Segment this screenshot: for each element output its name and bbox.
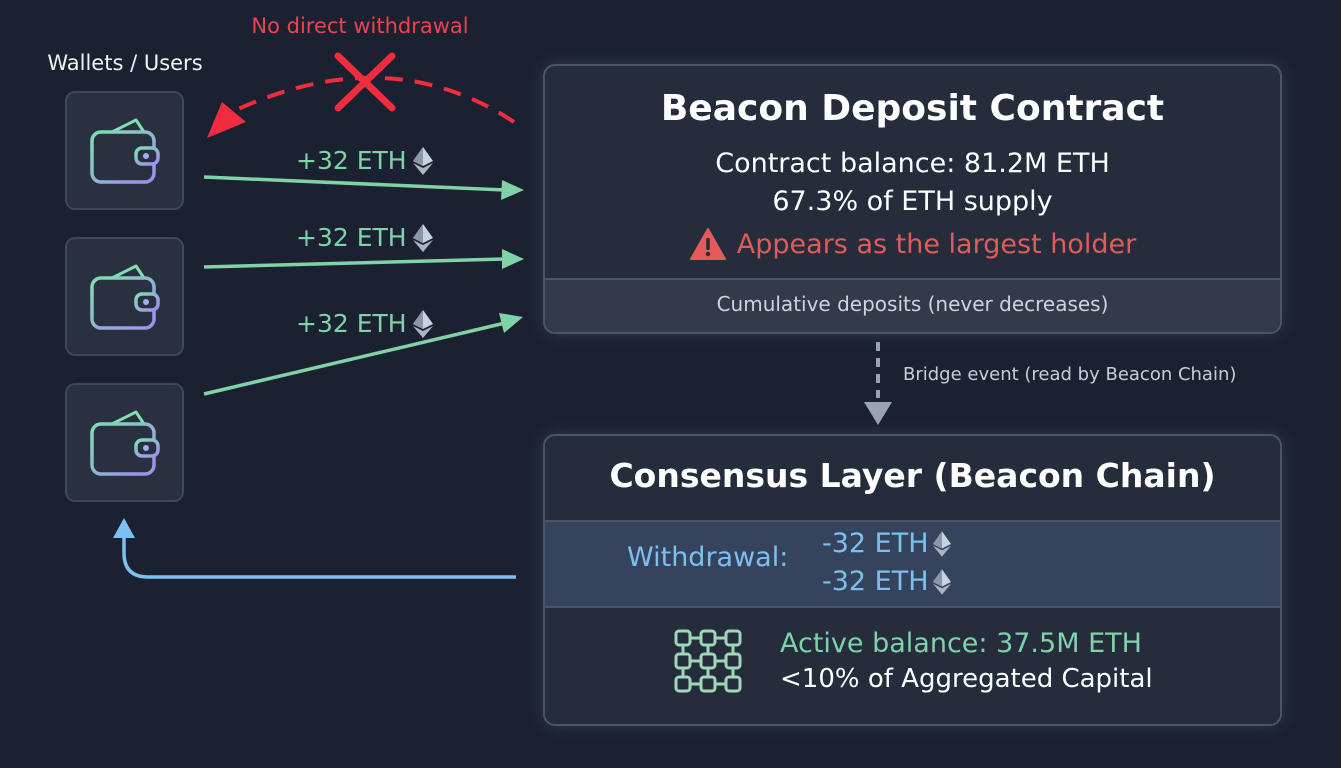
no-withdrawal-arrow [207, 75, 516, 138]
contract-footer: Cumulative deposits (never decreases) [545, 278, 1280, 332]
consensus-layer-card: Consensus Layer (Beacon Chain) Withdrawa… [543, 434, 1282, 726]
deposit-amount: +32 ETH [296, 146, 407, 175]
bridge-label: Bridge event (read by Beacon Chain) [903, 364, 1237, 385]
withdrawal-return-arrow [113, 518, 516, 579]
wallet-node[interactable] [65, 383, 184, 502]
warning-text: Appears as the largest holder [736, 228, 1137, 260]
consensus-title: Consensus Layer (Beacon Chain) [609, 456, 1216, 495]
ethereum-icon [412, 146, 433, 175]
largest-holder-warning: Appears as the largest holder [545, 227, 1280, 261]
blockchain-icon [674, 629, 742, 693]
deposit-contract-title: Beacon Deposit Contract [660, 88, 1165, 129]
deposit-amount: +32 ETH [296, 309, 407, 338]
bridge-arrow [864, 342, 892, 425]
deposit-arrow [203, 313, 523, 396]
deposit-contract-card: Beacon Deposit Contract Contract balance… [543, 64, 1282, 334]
wallet-node[interactable] [65, 91, 184, 210]
withdrawal-label: Withdrawal: [627, 542, 789, 573]
supply-share: 67.3% of ETH supply [772, 186, 1053, 217]
wallet-node[interactable] [65, 237, 184, 356]
no-withdrawal-label: No direct withdrawal [251, 14, 469, 38]
deposit-amount: +32 ETH [296, 223, 407, 252]
deposit-label: +32 ETH [296, 146, 433, 175]
contract-balance: Contract balance: 81.2M ETH [715, 148, 1110, 179]
deposit-label: +32 ETH [296, 223, 433, 252]
wallet-icon [90, 264, 160, 330]
cross-icon [334, 52, 396, 112]
warning-icon [689, 228, 726, 260]
wallet-icon [90, 118, 160, 184]
deposit-label: +32 ETH [296, 309, 433, 338]
wallet-icon [90, 410, 160, 476]
deposit-arrow [203, 249, 524, 269]
withdrawal-amount-text: -32 ETH [822, 566, 929, 597]
withdrawal-amount: -32 ETH [822, 566, 951, 597]
ethereum-icon [932, 568, 951, 595]
ethereum-icon [412, 223, 433, 252]
withdrawal-amount: -32 ETH [822, 528, 951, 559]
deposit-arrow [203, 175, 524, 200]
aggregated-capital: <10% of Aggregated Capital [780, 664, 1153, 694]
ethereum-icon [412, 309, 433, 338]
withdrawal-amount-text: -32 ETH [822, 528, 929, 559]
active-balance: Active balance: 37.5M ETH [780, 628, 1142, 659]
ethereum-icon [932, 530, 951, 557]
withdrawal-band: Withdrawal: -32 ETH -32 ETH [545, 520, 1280, 608]
wallets-label: Wallets / Users [47, 51, 203, 75]
